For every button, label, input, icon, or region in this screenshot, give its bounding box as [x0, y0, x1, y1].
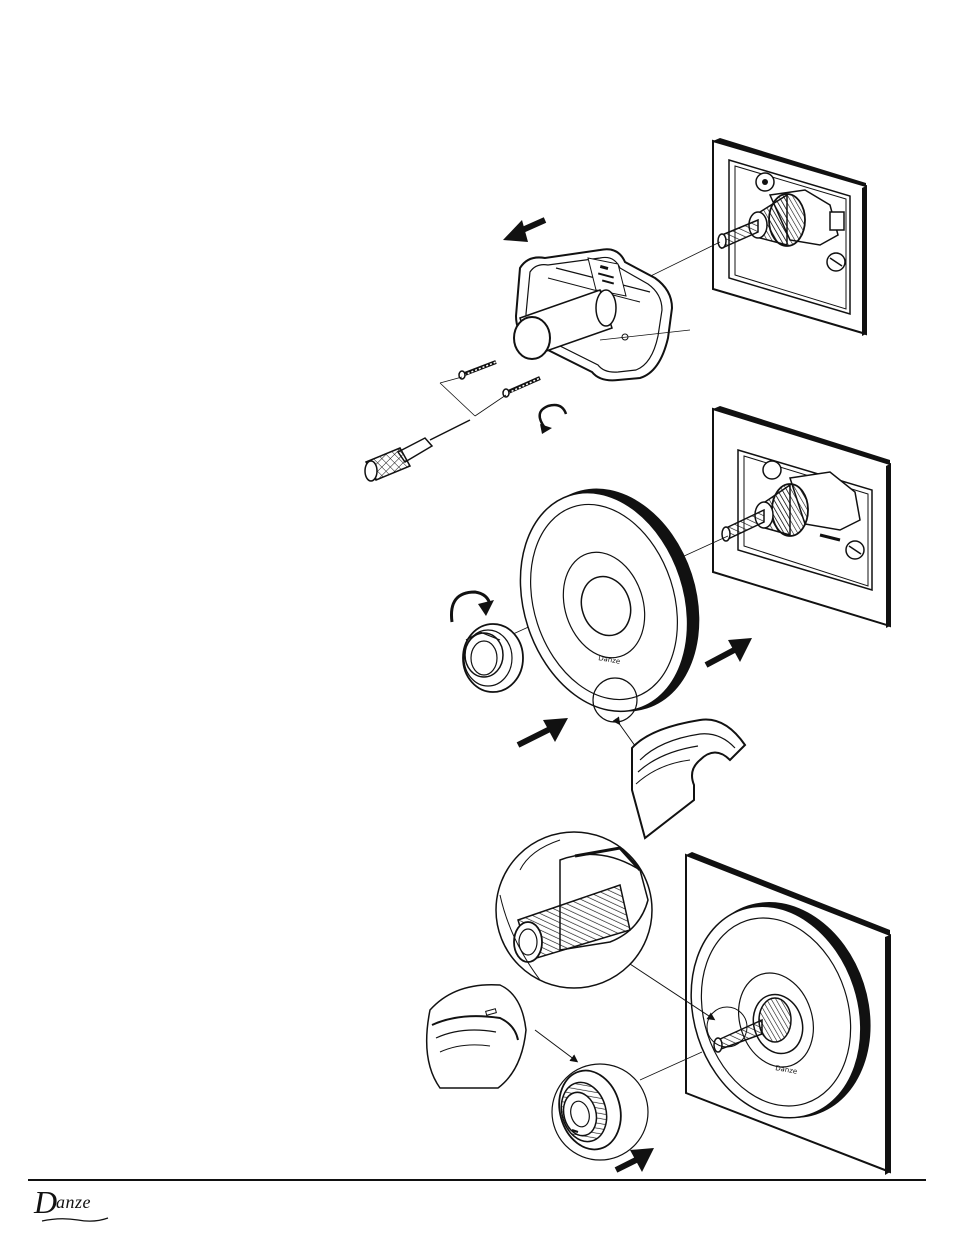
rotate-arrow-icon [451, 592, 494, 622]
plaster-guard-icon [514, 249, 690, 380]
escutcheon-icon: Danze [493, 466, 727, 735]
spline-detail-icon [496, 832, 652, 988]
detail-callout-icon [632, 720, 745, 838]
step-3-group: Danze [427, 832, 898, 1175]
handle-icon [551, 1064, 648, 1160]
screw-icon [459, 362, 496, 379]
logo-initial: D [34, 1186, 57, 1218]
screw-icon [503, 378, 540, 397]
direction-arrow-icon [503, 220, 545, 242]
footer-rule [28, 1179, 926, 1181]
index-mark-detail-icon [427, 985, 526, 1088]
direction-arrow-icon [518, 718, 568, 745]
retaining-nut-icon [463, 624, 523, 692]
logo-rest: anze [56, 1193, 91, 1211]
direction-arrow-icon [706, 638, 752, 665]
screwdriver-icon [365, 420, 470, 481]
rotate-arrow-icon [540, 405, 566, 434]
danze-logo: D anze [34, 1186, 124, 1224]
logo-swash-icon [40, 1216, 110, 1224]
step-2-group: Danze [451, 406, 890, 838]
